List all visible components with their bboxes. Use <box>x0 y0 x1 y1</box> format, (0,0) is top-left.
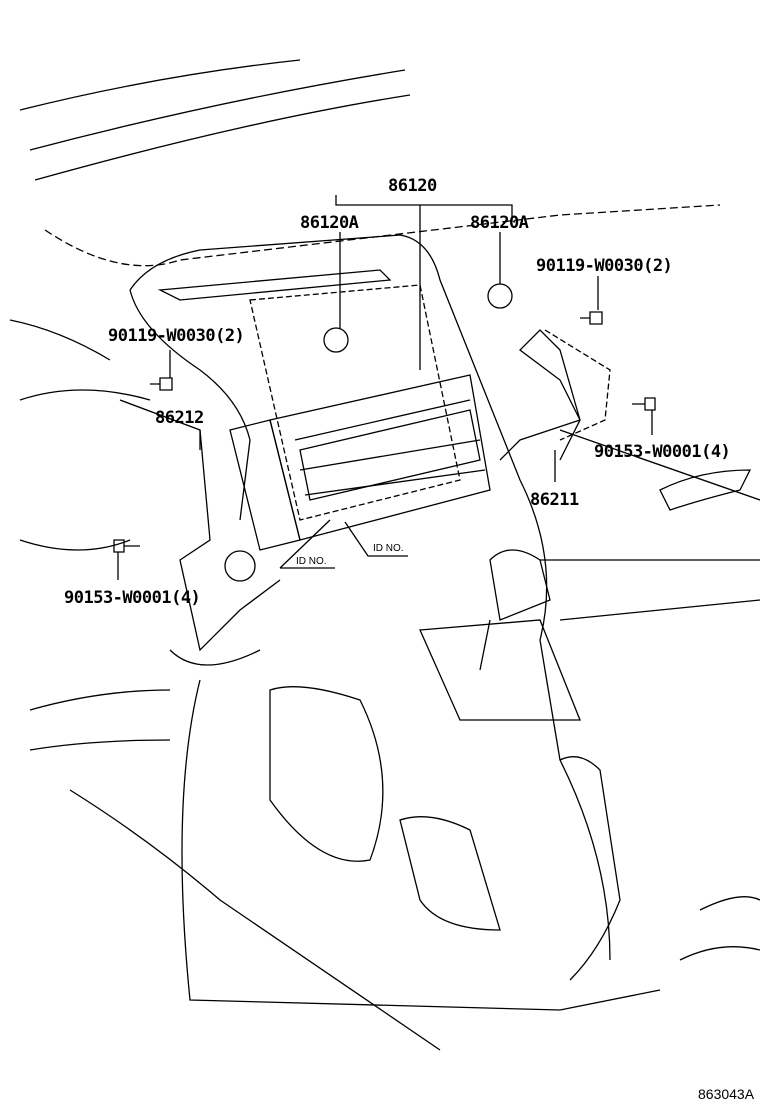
id-number-label-left: ID NO. <box>296 556 327 567</box>
part-label-86212[interactable]: 86212 <box>155 408 204 428</box>
part-label-86120[interactable]: 86120 <box>388 176 437 196</box>
drawing-code: 863043A <box>698 1086 755 1102</box>
part-label-90119-w0030-left[interactable]: 90119-W0030(2) <box>108 326 245 346</box>
part-label-86120a-left[interactable]: 86120A <box>300 213 359 233</box>
part-label-90153-w0001-right[interactable]: 90153-W0001(4) <box>594 442 731 462</box>
part-label-86120a-right[interactable]: 86120A <box>470 213 529 233</box>
part-label-90153-w0001-left[interactable]: 90153-W0001(4) <box>64 588 201 608</box>
part-label-86211[interactable]: 86211 <box>530 490 579 510</box>
part-label-90119-w0030-right[interactable]: 90119-W0030(2) <box>536 256 673 276</box>
id-number-label-right: ID NO. <box>373 543 404 554</box>
